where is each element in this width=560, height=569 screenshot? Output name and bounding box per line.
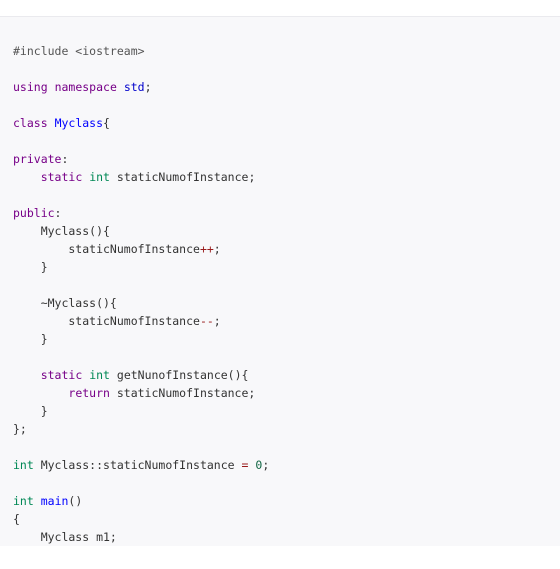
code-line: private: [13,150,560,168]
code-line: Myclass(){ [13,222,560,240]
code-token: int [13,494,34,508]
code-line: return staticNumofInstance; [13,384,560,402]
code-line: public: [13,204,560,222]
code-line: } [13,402,560,420]
code-line: int main() [13,492,560,510]
code-line: ​ [13,276,560,294]
code-token: { [13,512,20,526]
code-token: int [89,170,110,184]
code-token: 0 [255,458,263,472]
code-line: staticNumofInstance--; [13,312,560,330]
code-token: static [40,170,83,184]
code-token: staticNumofInstance; [109,170,256,184]
code-token: ; [262,458,270,472]
code-token: : [61,152,69,166]
code-line: static int staticNumofInstance; [13,168,560,186]
code-token: : [54,206,62,220]
code-token: Myclass::staticNumofInstance [33,458,242,472]
code-line: static int getNunofInstance(){ [13,366,560,384]
code-line: ~Myclass(){ [13,294,560,312]
code-line: { [13,510,560,528]
code-line: ​ [13,348,560,366]
code-token: { [103,116,110,130]
code-line: } [13,258,560,276]
code-token: staticNumofInstance; [109,386,256,400]
code-token: static [40,368,83,382]
code-token: getNunofInstance(){ [109,368,249,382]
code-token: = [241,458,249,472]
code-token: } [13,260,48,274]
code-line: Myclass m1; [13,528,560,546]
code-token: return [68,386,110,400]
code-line: ​ [13,474,560,492]
code-token: Myclass m1; [13,530,117,544]
code-token: using [13,80,48,94]
code-token: private [13,152,62,166]
code-token: main [40,494,69,508]
code-line: ​ [13,132,560,150]
code-token: () [68,494,83,508]
code-token [13,386,68,400]
code-line: int Myclass::staticNumofInstance = 0; [13,456,560,474]
code-line: }; [13,420,560,438]
code-token: } [13,332,48,346]
code-token: int [89,368,110,382]
code-line: #include <iostream> [13,42,560,60]
code-token: Myclass [54,116,104,130]
code-token: }; [13,422,27,436]
code-token [48,116,55,130]
code-token [34,494,41,508]
code-line: } [13,330,560,348]
code-line: ​ [13,60,560,78]
code-token: #include <iostream> [13,44,145,58]
code-token: Myclass(){ [13,224,110,238]
code-token: ~Myclass(){ [13,296,117,310]
code-token: ; [213,242,221,256]
code-token: namespace [54,80,117,94]
code-line: ​ [13,96,560,114]
code-token: staticNumofInstance [13,242,200,256]
code-token: ++ [199,242,214,256]
code-token [117,80,124,94]
code-token: ; [144,80,152,94]
code-token: } [13,404,48,418]
code-line: staticNumofInstance++; [13,240,560,258]
code-token: ; [213,314,221,328]
code-listing: #include <iostream>​using namespace std;… [0,17,560,546]
code-token [13,170,41,184]
code-token: staticNumofInstance [13,314,200,328]
code-line: using namespace std; [13,78,560,96]
code-token: std [123,80,145,94]
code-token [48,80,55,94]
code-token: -- [199,314,214,328]
code-line: ​ [13,186,560,204]
code-token: class [13,116,48,130]
code-line: class Myclass{ [13,114,560,132]
code-token [13,368,41,382]
code-block: #include <iostream>​using namespace std;… [0,16,560,546]
code-line: ​ [13,438,560,456]
code-token: public [13,206,55,220]
code-token: int [13,458,34,472]
